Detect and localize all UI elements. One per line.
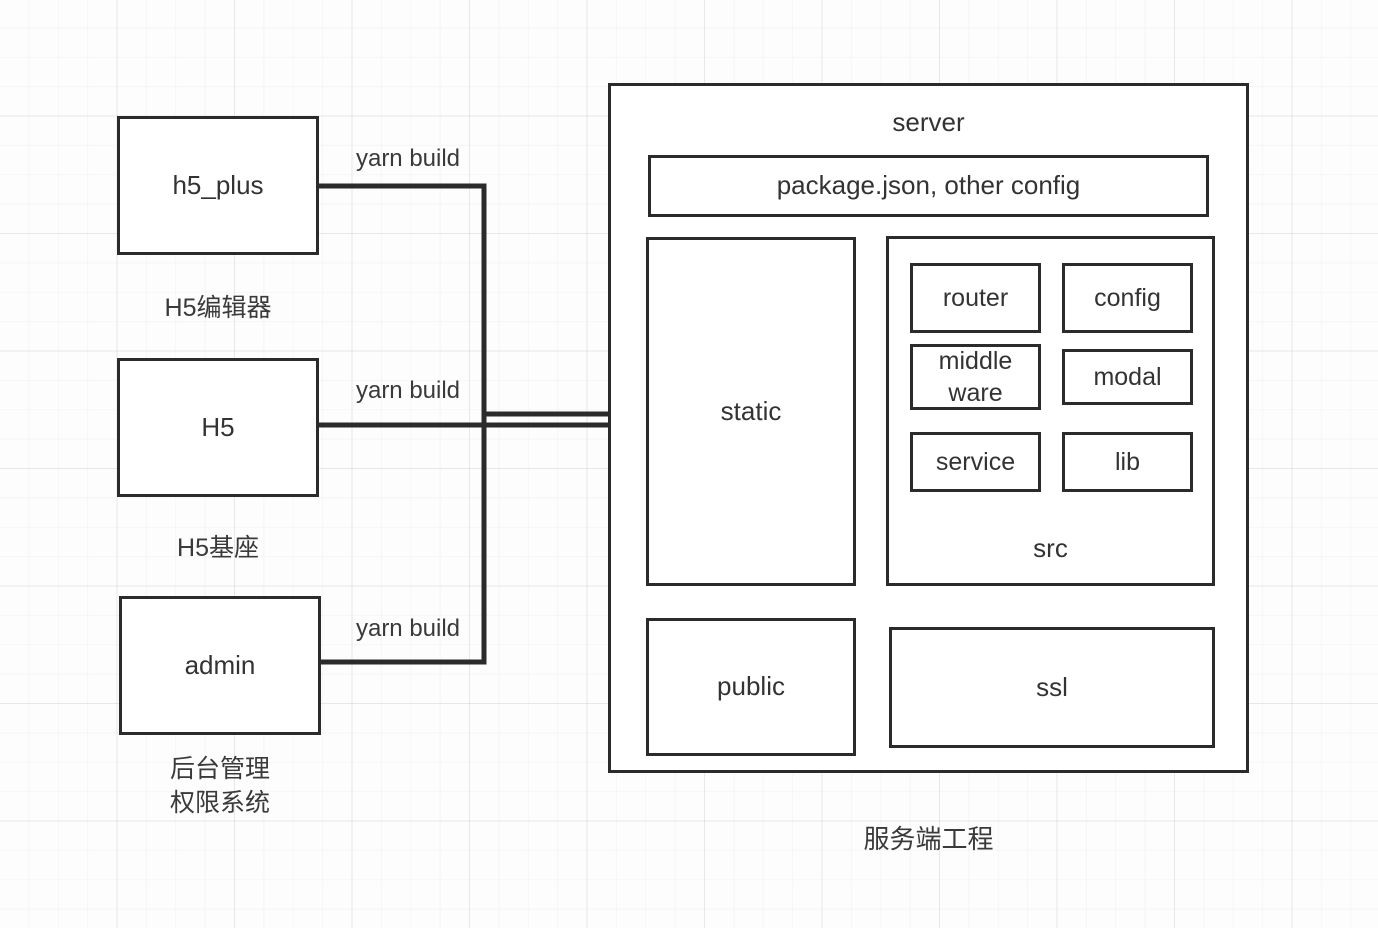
caption-server: 服务端工程 [863,824,994,854]
src-module-service-label: service [935,448,1016,476]
server-config-box-label: package.json, other config [776,170,1081,201]
edge-label-h5: yarn build [355,377,461,404]
src-module-config-label: config [1094,284,1161,312]
server-ssl-box[interactable]: ssl [889,627,1215,748]
src-module-modal-label: modal [1093,363,1162,391]
server-title: server [892,107,965,137]
src-module-router-label: router [942,284,1009,312]
src-module-lib[interactable]: lib [1062,432,1193,492]
node-h5[interactable]: H5 [117,358,319,497]
src-module-service[interactable]: service [910,432,1041,492]
node-h5-label: H5 [201,411,235,442]
src-module-middleware-label: middle ware [938,347,1013,407]
server-static-box-label: static [720,395,782,426]
src-module-modal[interactable]: modal [1062,349,1193,405]
edge-label-admin: yarn build [355,615,461,642]
server-config-box[interactable]: package.json, other config [648,155,1209,217]
node-admin[interactable]: admin [119,596,321,735]
server-static-box[interactable]: static [646,237,856,586]
caption-admin: 后台管理 权限系统 [169,755,270,817]
server-ssl-box-label: ssl [1036,671,1068,702]
caption-h5-plus: H5编辑器 [164,294,272,322]
server-src-title: src [1033,532,1068,563]
node-admin-label: admin [184,649,256,680]
edge-label-h5-plus: yarn build [355,145,461,172]
src-module-middleware[interactable]: middle ware [910,344,1041,410]
node-h5-plus-label: h5_plus [172,169,264,200]
node-h5-plus[interactable]: h5_plus [117,116,319,255]
src-module-lib-label: lib [1114,448,1140,476]
src-module-config[interactable]: config [1062,263,1193,333]
caption-h5: H5基座 [177,534,259,562]
server-public-box[interactable]: public [646,618,856,756]
server-public-box-label: public [717,671,785,702]
src-module-router[interactable]: router [910,263,1041,333]
